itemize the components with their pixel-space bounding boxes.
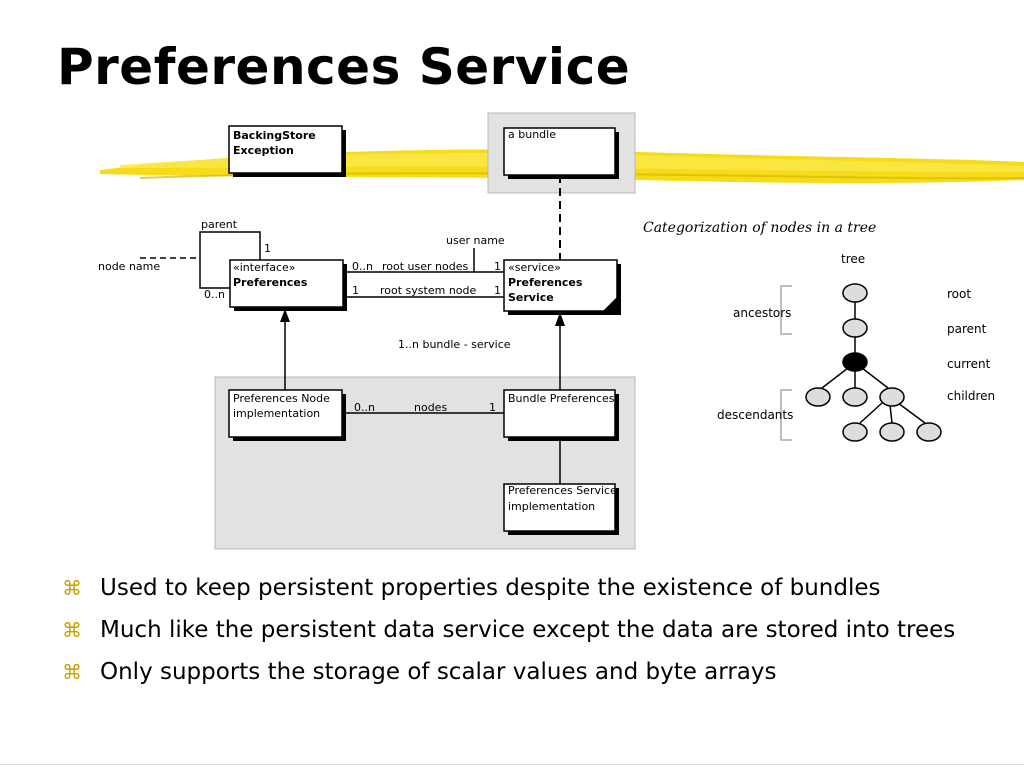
label-nodes-mult-left: 0..n: [354, 401, 375, 414]
label-nodes: nodes: [414, 401, 447, 414]
svg-text:implementation: implementation: [233, 407, 320, 420]
svg-text:a bundle: a bundle: [508, 128, 556, 141]
backingstore-exception-box: BackingStore Exception: [228, 125, 346, 177]
tree-caption: Categorization of nodes in a tree: [643, 220, 876, 236]
tree-label-descendants: descendants: [717, 408, 793, 422]
svg-text:Preferences: Preferences: [508, 276, 583, 289]
tree-label-root: root: [947, 287, 971, 301]
preferences-service-box: «service» Preferences Service: [503, 259, 621, 315]
tree-label-parent: parent: [947, 322, 987, 336]
tree-node-parent: [842, 318, 868, 338]
svg-text:Service: Service: [508, 291, 554, 304]
label-user-name: user name: [446, 234, 505, 247]
svg-text:Preferences Service: Preferences Service: [508, 484, 617, 497]
bullet-item: ⌘ Only supports the storage of scalar va…: [62, 656, 982, 688]
label-root-user-mult-left: 0..n: [352, 260, 373, 273]
svg-text:BackingStore: BackingStore: [233, 129, 316, 142]
command-bullet-icon: ⌘: [62, 618, 82, 642]
label-parent: parent: [201, 218, 238, 231]
tree-label-ancestors: ancestors: [733, 306, 791, 320]
tree-node-child: [805, 387, 831, 407]
tree-nodes: [805, 283, 942, 442]
tree-title: tree: [841, 252, 865, 266]
svg-text:Bundle Preferences: Bundle Preferences: [508, 392, 615, 405]
tree-node-child: [879, 387, 905, 407]
tree-edges: [821, 302, 926, 424]
svg-text:«interface»: «interface»: [233, 261, 296, 274]
tree-label-children: children: [947, 389, 995, 403]
svg-text:«service»: «service»: [508, 261, 561, 274]
bullet-text: Much like the persistent data service ex…: [100, 617, 956, 643]
svg-text:implementation: implementation: [508, 500, 595, 513]
svg-text:Exception: Exception: [233, 144, 294, 157]
label-self-mult: 0..n: [204, 288, 225, 301]
command-bullet-icon: ⌘: [62, 660, 82, 684]
bullet-item: ⌘ Much like the persistent data service …: [62, 614, 982, 646]
inheritance-arrow-service: [555, 312, 565, 326]
label-root-user-mult-right: 1: [494, 260, 501, 273]
tree-node-current: [842, 352, 868, 372]
connectors: [140, 175, 561, 484]
svg-text:Preferences Node: Preferences Node: [233, 392, 330, 405]
tree-node-grandchild: [842, 422, 868, 442]
a-bundle-box: a bundle: [503, 127, 619, 179]
svg-text:Preferences: Preferences: [233, 276, 308, 289]
label-node-name: node name: [98, 260, 160, 273]
preferences-interface-box: «interface» Preferences: [229, 259, 347, 311]
label-root-system-node: root system node: [380, 284, 476, 297]
preferences-service-impl-box: Preferences Service implementation: [503, 483, 619, 535]
tree-label-current: current: [947, 357, 991, 371]
tree-node-grandchild: [879, 422, 905, 442]
command-bullet-icon: ⌘: [62, 576, 82, 600]
label-bundle-service: 1..n bundle - service: [398, 338, 511, 351]
bundle-preferences-box: Bundle Preferences: [503, 389, 619, 441]
tree-node-child: [842, 387, 868, 407]
inheritance-arrow-preferences: [280, 309, 290, 322]
bullet-list: ⌘ Used to keep persistent properties des…: [62, 572, 982, 698]
bullet-text: Used to keep persistent properties despi…: [100, 575, 881, 601]
label-root-system-mult-left: 1: [352, 284, 359, 297]
tree-node-root: [842, 283, 868, 303]
slide-title: Preferences Service: [57, 38, 631, 96]
tree-brackets: [780, 285, 792, 441]
label-root-system-mult-right: 1: [494, 284, 501, 297]
bottom-divider: [0, 764, 1024, 765]
label-nodes-mult-right: 1: [489, 401, 496, 414]
preferences-node-impl-box: Preferences Node implementation: [228, 389, 346, 441]
bullet-text: Only supports the storage of scalar valu…: [100, 659, 777, 685]
label-root-user-nodes: root user nodes: [382, 260, 468, 273]
bullet-item: ⌘ Used to keep persistent properties des…: [62, 572, 982, 604]
label-parent-mult: 1: [264, 242, 271, 255]
tree-node-grandchild: [916, 422, 942, 442]
